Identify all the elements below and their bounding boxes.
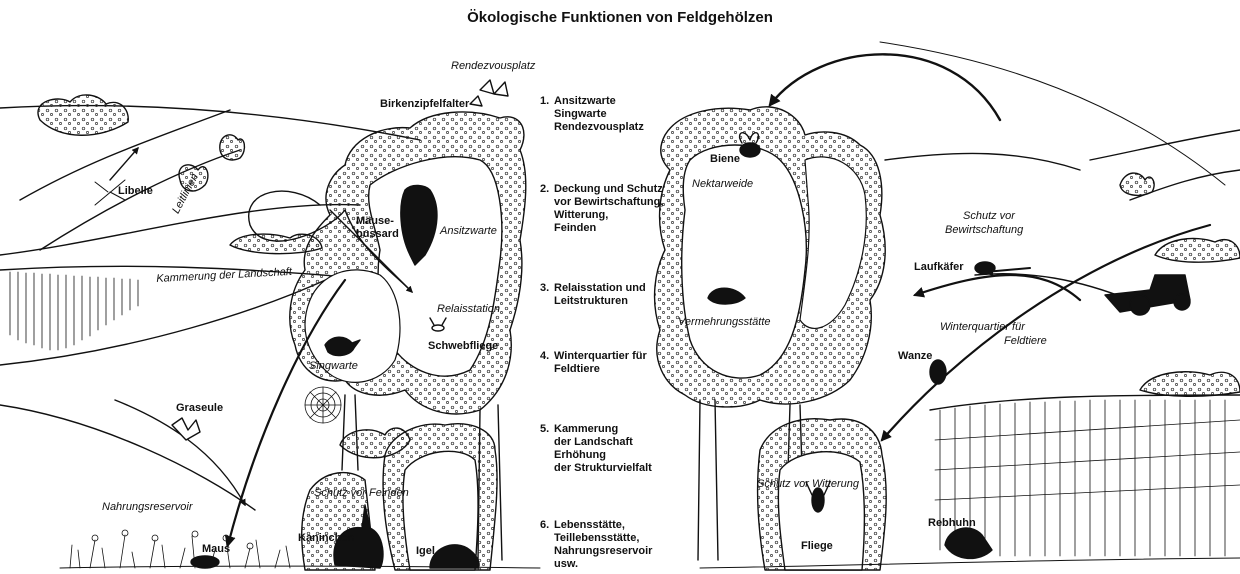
crop-field-right [935,400,1240,556]
function-line: Feldtiere [542,363,647,376]
function-item-3: 3. Relaisstation und Leitstrukturen [542,282,646,308]
function-line: Erhöhung [542,449,652,462]
moth-icon [172,418,200,440]
bush [1155,238,1240,262]
bush [220,135,245,160]
function-number: 6. [540,519,549,532]
tractor-icon [1105,275,1190,315]
label-maus: Maus [202,543,230,555]
hill-line [40,150,240,250]
bush [38,95,128,135]
arrow [110,148,138,180]
function-number: 2. [540,183,549,196]
function-number: 3. [540,282,549,295]
function-line: Ansitzwarte [542,95,644,108]
function-line: Kammerung [542,423,652,436]
beetle-icon [975,262,995,274]
function-item-1: 1. Ansitzwarte Singwarte Rendezvousplatz [542,95,644,134]
function-line: Singwarte [542,108,644,121]
function-line: Deckung und Schutz [542,183,663,196]
function-number: 5. [540,423,549,436]
function-item-5: 5. Kammerung der Landschaft Erhöhung der… [542,423,652,475]
function-line: der Landschaft [542,436,652,449]
spider-web-icon [305,387,341,423]
hill-line [885,153,1080,170]
function-line: usw. [542,558,652,571]
function-number: 4. [540,350,549,363]
label-singwarte: Singwarte [309,360,358,372]
label-schutz-vor-feinden: Schutz vor Feinden [314,487,409,499]
label-nahrungsreservoir: Nahrungsreservoir [102,501,192,513]
function-number: 1. [540,95,549,108]
function-line: Rendezvousplatz [542,121,644,134]
arrow [115,400,245,505]
label-maeusebussard-1: Mäuse- [356,215,394,227]
hill-line [0,405,255,510]
label-laufkaefer: Laufkäfer [914,261,964,273]
butterfly-icon [470,80,508,106]
label-wanze: Wanze [898,350,932,362]
label-ansitzwarte: Ansitzwarte [440,225,497,237]
label-schutz-vor-witterung: Schutz vor Witterung [757,478,859,490]
mouse-icon [191,556,219,568]
label-winterquartier-2: Feldtiere [1004,335,1047,347]
hill-line [930,395,1240,410]
label-birkenzipfelfalter: Birkenzipfelfalter [380,98,469,110]
function-line: Winterquartier für [542,350,647,363]
function-line: der Strukturvielfalt [542,462,652,475]
function-line: Witterung, [542,209,663,222]
crop-field-left [10,272,138,350]
label-maeusebussard-2: bussard [356,228,399,240]
label-schwebfliege: Schwebfliege [428,340,498,352]
bush [1140,372,1240,397]
label-kaninchen: Kaninchen [298,532,354,544]
bush [1120,173,1154,195]
label-libelle: Libelle [118,185,153,197]
function-line: Lebensstätte, [542,519,652,532]
function-item-4: 4. Winterquartier für Feldtiere [542,350,647,376]
label-relaisstation: Relaisstation [437,303,500,315]
label-graseule: Graseule [176,402,223,414]
function-line: Teillebensstätte, [542,532,652,545]
function-line: Relaisstation und [542,282,646,295]
function-item-6: 6. Lebensstätte, Teillebensstätte, Nahru… [542,519,652,571]
label-schutz-vor-bewirtschaftung-2: Bewirtschaftung [945,224,1023,236]
label-schutz-vor-bewirtschaftung-1: Schutz vor [963,210,1015,222]
hill-line [0,278,330,365]
diagram-title: Ökologische Funktionen von Feldgehölzen [0,9,1240,26]
label-fliege: Fliege [801,540,833,552]
label-winterquartier-1: Winterquartier für [940,321,1025,333]
function-line: Leitstrukturen [542,295,646,308]
label-nektarweide: Nektarweide [692,178,753,190]
label-biene: Biene [710,153,740,165]
label-igel: Igel [416,545,435,557]
function-item-2: 2. Deckung und Schutz vor Bewirtschaftun… [542,183,663,235]
function-line: Nahrungsreservoir [542,545,652,558]
bug-icon [930,360,946,384]
grass-left [70,530,290,568]
trunk [698,400,718,560]
arrow [770,54,1000,120]
hill-line [1090,130,1240,160]
function-line: Feinden [542,222,663,235]
function-line: vor Bewirtschaftung, [542,196,663,209]
label-rebhuhn: Rebhuhn [928,517,976,529]
label-vermehrungsstaette: Vermehrungsstätte [678,316,771,328]
label-rendezvousplatz: Rendezvousplatz [451,60,535,72]
